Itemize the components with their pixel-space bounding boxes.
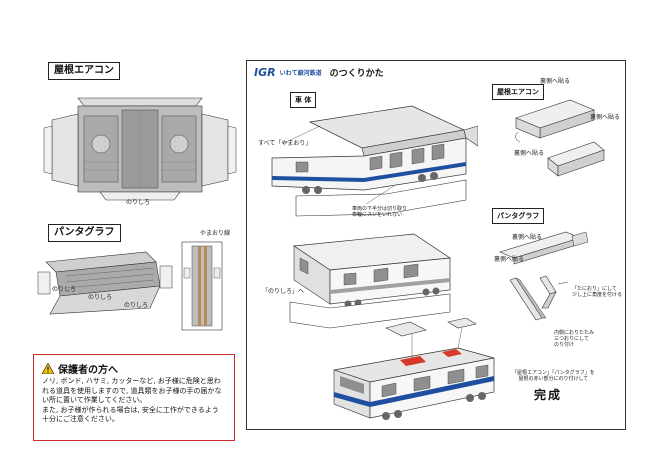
panta-inner: 内側におりたたみ 三つおりにして のり付け <box>554 330 595 348</box>
roof-section-label: 屋根エアコン <box>492 84 544 100</box>
train-final <box>333 318 495 420</box>
warning-icon <box>42 363 54 374</box>
roof-aircon-net <box>43 97 237 201</box>
manual-heading: のつくりかた <box>329 69 384 79</box>
company-name: いわて銀河鉄道 <box>279 70 322 77</box>
final-note: 「屋根エアコン」「パンタグラフ」を 屋根の赤い部分にのり付けして <box>512 370 595 382</box>
pantograph-net <box>37 251 173 315</box>
roof-aircon-title: 屋根エアコン <box>48 62 120 80</box>
caution-title: 保護者の方へ <box>58 365 118 376</box>
complete-label: 完成 <box>534 388 563 402</box>
pantograph-base-net <box>181 241 223 331</box>
caution-line: い所に置いて作業してください。 <box>42 396 147 404</box>
manual-header: IGR いわて銀河鉄道 のつくりかた <box>254 66 384 79</box>
caution-line: 十分にご注意ください。 <box>42 415 119 423</box>
roof-assembly-diagram <box>515 99 605 177</box>
train-step-1 <box>271 105 478 217</box>
igr-logo: IGR <box>254 66 276 79</box>
label-norishiro: 「のりしろ」へ <box>262 288 305 295</box>
panta-back-1: 裏側へ貼る <box>512 234 543 241</box>
label-slit: 車両の下半分は切り取り 車輪にスジをいれない <box>352 206 408 218</box>
roof-back-3: 裏側へ貼る <box>514 150 545 157</box>
body-section-label: 車 体 <box>290 92 317 108</box>
caution-line: ノリ, ボンド, ハサミ, カッターなど, お子様に危険と思わ <box>42 377 221 385</box>
panta-assembly-diagram <box>499 231 589 321</box>
pantograph-title: パンタグラフ <box>48 224 121 242</box>
train-step-2 <box>289 233 452 329</box>
caution-line: また, お子様が作られる場合は, 安全に工作ができるよう <box>42 405 219 414</box>
manual-frame <box>246 60 626 430</box>
roof-glue-label: のりしろ <box>126 199 151 206</box>
label-yamaori: すべて「やまおり」 <box>258 140 312 147</box>
panta-glue-3: のりしろ <box>124 302 149 309</box>
roof-back-1: 裏側へ貼る <box>540 78 571 85</box>
roof-back-2: 裏側へ貼る <box>590 114 621 121</box>
panta-section-label: パンタグラフ <box>492 208 545 224</box>
caution-box: 保護者の方へ ノリ, ボンド, ハサミ, カッターなど, お子様に危険と思わ れ… <box>33 354 235 441</box>
panta-tanori: 「たにおり」にして 少し上に角度を付ける <box>572 286 623 298</box>
yamaori-label: やまおり線 <box>200 230 231 237</box>
panta-glue-1: のりしろ <box>52 286 77 293</box>
panta-back-2: 裏側へ貼る <box>494 256 525 263</box>
panta-glue-2: のりしろ <box>88 294 113 301</box>
caution-line: れる道具を使用しますので, 道具類をお子様の手の届かな <box>42 386 222 395</box>
